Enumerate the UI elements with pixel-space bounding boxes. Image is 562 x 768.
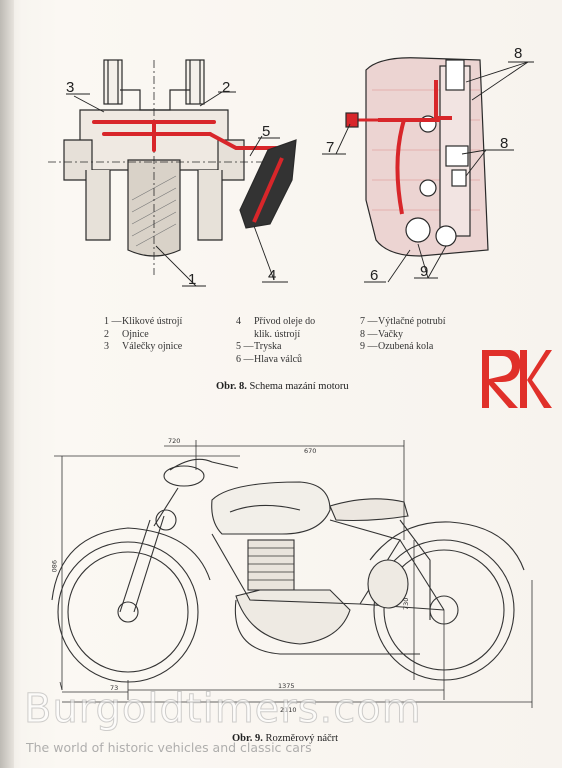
legend-column-1: 1 —Klikové ústrojí 2 Ojnice 3 Válečky ojni… — [104, 316, 182, 354]
legend-text: Přívod oleje do — [254, 316, 316, 327]
legend-num: 5 — — [236, 341, 254, 352]
legend-num: 3 — [104, 341, 109, 352]
callout-9: 9 — [420, 263, 428, 280]
legend-text: Hlava válců — [254, 353, 303, 365]
legend-item: 4 Přívod oleje do — [236, 316, 315, 329]
callout-8-top: 8 — [514, 45, 522, 62]
crankshaft-section-drawing — [48, 59, 270, 275]
callout-4: 4 — [268, 267, 276, 284]
legend-item: klik. ústrojí — [236, 329, 315, 342]
page-binding-shadow — [0, 0, 14, 768]
legend-text: Ojnice — [122, 328, 149, 340]
oil-channels-red — [92, 120, 278, 152]
legend-column-3: 7 —Výtlačné potrubí 8 —Vačky 9 —Ozubená … — [360, 316, 445, 354]
legend-item: 7 —Výtlačné potrubí — [360, 316, 445, 329]
callout-5: 5 — [262, 123, 270, 140]
legend-text: Válečky ojnice — [122, 341, 183, 352]
legend-item: 3 Válečky ojnice — [104, 341, 182, 354]
legend-column-2: 4 Přívod oleje do klik. ústrojí 5 —Tryska… — [236, 316, 315, 366]
legend-num: 1 — — [104, 316, 122, 327]
legend-text: Ozubená kola — [378, 341, 434, 352]
figure-8-caption-label: Obr. 8. — [216, 381, 247, 392]
callout-1: 1 — [188, 271, 196, 288]
legend-item: 9 —Ozubená kola — [360, 341, 445, 354]
legend-text: Klikové ústrojí — [122, 316, 183, 327]
callout-3: 3 — [66, 79, 74, 96]
callout-7: 7 — [326, 139, 334, 156]
legend-num: 7 — — [360, 316, 378, 327]
legend-text: klik. ústrojí — [254, 328, 301, 340]
legend-item: 8 —Vačky — [360, 329, 445, 342]
legend-num: 4 — [236, 316, 241, 327]
legend-num: 6 — — [236, 353, 254, 365]
rk-logo — [482, 350, 552, 408]
legend-item: 1 —Klikové ústrojí — [104, 316, 182, 329]
legend-item: 5 —Tryska — [236, 341, 315, 354]
callout-8-mid: 8 — [500, 135, 508, 152]
watermark-subtitle: The world of historic vehicles and class… — [26, 740, 312, 755]
callout-2: 2 — [222, 79, 230, 96]
legend-item: 2 Ojnice — [104, 329, 182, 342]
legend-num: 8 — — [360, 328, 378, 340]
legend-num: 9 — — [360, 341, 378, 352]
legend-item: 6 —Hlava válců — [236, 354, 315, 367]
legend-num — [236, 329, 254, 342]
figure-9-caption-text: Rozměrový náčrt — [265, 733, 339, 744]
legend-num: 2 — [104, 328, 109, 340]
figure-8-caption: Obr. 8. Schema mazání motoru — [216, 381, 349, 392]
legend-text: Výtlačné potrubí — [378, 316, 446, 327]
callout-leaders — [66, 61, 534, 287]
legend-text: Tryska — [254, 341, 282, 352]
cylinder-head-drawing — [345, 57, 489, 257]
figure-8-caption-text: Schema mazání motoru — [249, 381, 349, 392]
callout-6: 6 — [370, 267, 378, 284]
figure-9-caption: Obr. 9. Rozměrový náčrt — [232, 733, 338, 744]
watermark-title: Burgoldtimers.com — [24, 686, 422, 733]
legend-text: Vačky — [378, 328, 403, 340]
figure-9-caption-label: Obr. 9. — [232, 733, 263, 744]
lubrication-schema-figure: 3 2 5 1 4 7 6 8 8 9 — [48, 45, 534, 288]
nozzle-part — [239, 139, 297, 229]
